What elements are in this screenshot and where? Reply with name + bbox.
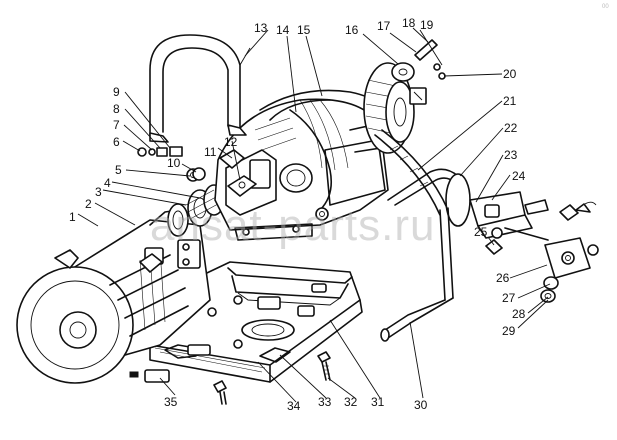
leader-lines	[77, 27, 551, 403]
callout-11: 11	[204, 145, 217, 159]
callout-3: 3	[95, 185, 102, 199]
callout-20: 20	[503, 67, 517, 81]
electric-motor	[16, 203, 211, 384]
callout-2: 2	[85, 197, 92, 211]
belt-guard	[149, 34, 251, 143]
callout-17: 17	[377, 19, 391, 33]
callout-26: 26	[496, 271, 510, 285]
callout-16: 16	[345, 23, 359, 37]
callout-6: 6	[113, 135, 120, 149]
impeller-drum	[363, 62, 415, 154]
callout-24: 24	[512, 169, 526, 183]
callout-1: 1	[69, 210, 76, 224]
callout-19: 19	[420, 18, 434, 32]
callout-35: 35	[164, 395, 178, 409]
callout-23: 23	[504, 148, 518, 162]
callout-4: 4	[104, 176, 111, 190]
callout-5: 5	[115, 163, 122, 177]
watermark-text: ansat-parts.ru	[150, 201, 435, 250]
callout-34: 34	[287, 399, 301, 413]
callout-27: 27	[502, 291, 516, 305]
fastener-set	[137, 146, 257, 197]
callout-15: 15	[297, 23, 311, 37]
callout-12: 12	[224, 135, 238, 149]
callout-30: 30	[414, 398, 428, 412]
callout-29: 29	[502, 324, 516, 338]
linkage-assembly	[469, 191, 599, 303]
corner-mark: 00	[602, 4, 609, 10]
callout-14: 14	[276, 23, 290, 37]
tensioner-parts	[391, 39, 446, 105]
callout-13: 13	[254, 21, 268, 35]
callout-7: 7	[113, 118, 120, 132]
callout-10: 10	[167, 156, 181, 170]
adjusting-handle	[380, 168, 471, 342]
callout-22: 22	[504, 121, 518, 135]
callout-31: 31	[371, 395, 385, 409]
callout-33: 33	[318, 395, 332, 409]
callout-21: 21	[503, 94, 517, 108]
callout-labels: 1 2 3 4 5 6 7 8 9 10 11 12 13 14 15 16 1…	[69, 16, 526, 413]
callout-28: 28	[512, 307, 526, 321]
callout-18: 18	[402, 16, 416, 30]
callout-32: 32	[344, 395, 358, 409]
mounting-bolts	[213, 351, 331, 405]
callout-25: 25	[474, 225, 488, 239]
callout-8: 8	[113, 102, 120, 116]
callout-9: 9	[113, 85, 120, 99]
